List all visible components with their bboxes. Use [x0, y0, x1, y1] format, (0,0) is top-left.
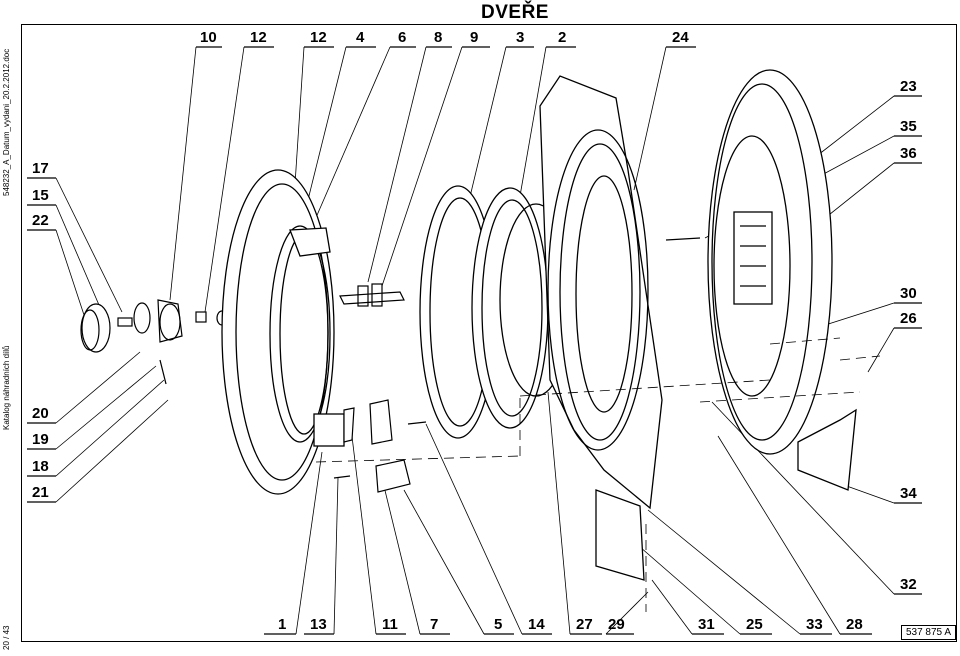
handle-cover-part [80, 299, 228, 353]
label-13: 13 [310, 616, 327, 633]
label-25: 25 [746, 616, 763, 633]
label-2: 2 [558, 29, 567, 46]
label-23: 23 [900, 78, 917, 95]
label-14: 14 [528, 616, 545, 633]
label-21: 21 [32, 484, 49, 501]
label-36: 36 [900, 145, 917, 162]
label-20: 20 [32, 405, 49, 422]
drawing-frame [21, 24, 957, 642]
label-12-a: 12 [250, 29, 267, 46]
label-10: 10 [200, 29, 217, 46]
label-33: 33 [806, 616, 823, 633]
label-27: 27 [576, 616, 593, 633]
label-1: 1 [278, 616, 287, 633]
back-door-ring [665, 69, 857, 491]
label-35: 35 [900, 118, 917, 135]
label-17: 17 [32, 160, 49, 177]
label-15: 15 [32, 187, 49, 204]
door-glass-seals [419, 185, 573, 439]
label-12-b: 12 [310, 29, 327, 46]
label-30: 30 [900, 285, 917, 302]
inner-frame-plate [539, 75, 663, 581]
hinge-parts [159, 283, 427, 493]
assembly-dashes [315, 337, 881, 612]
label-19: 19 [32, 431, 49, 448]
label-24: 24 [672, 29, 689, 46]
label-rules [27, 46, 922, 635]
outer-door-ring [221, 169, 345, 495]
label-3: 3 [516, 29, 525, 46]
label-4: 4 [356, 29, 365, 46]
label-7: 7 [430, 616, 439, 633]
label-31: 31 [698, 616, 715, 633]
diagram-title: DVEŘE [481, 2, 549, 23]
label-32: 32 [900, 576, 917, 593]
leader-lines [55, 46, 895, 635]
label-9: 9 [470, 29, 479, 46]
drawing-code: 537 875 A [900, 625, 956, 640]
label-5: 5 [494, 616, 503, 633]
label-18: 18 [32, 458, 49, 475]
label-34: 34 [900, 485, 917, 502]
label-6: 6 [398, 29, 407, 46]
label-22: 22 [32, 212, 49, 229]
label-28: 28 [846, 616, 863, 633]
label-26: 26 [900, 310, 917, 327]
label-8: 8 [434, 29, 443, 46]
label-29: 29 [608, 616, 625, 633]
label-11: 11 [382, 616, 398, 633]
